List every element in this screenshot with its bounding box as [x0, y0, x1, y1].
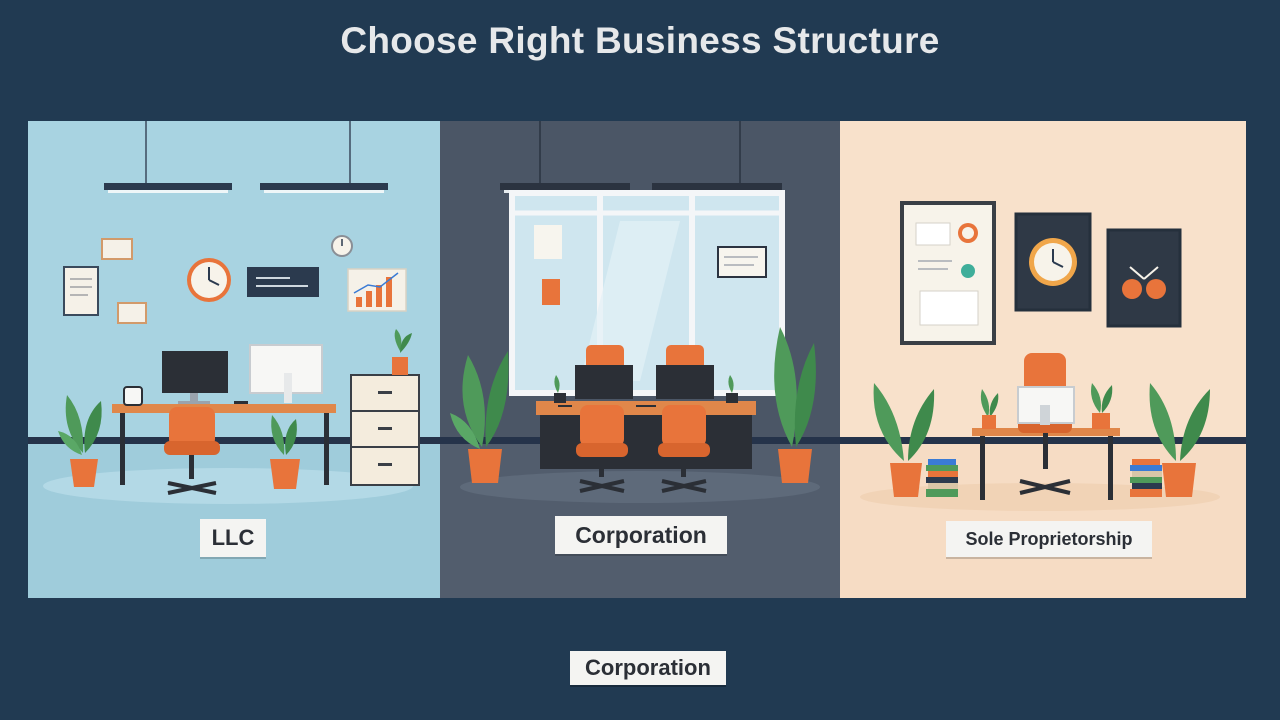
panel-label-sole-proprietorship: Sole Proprietorship: [946, 521, 1152, 557]
monitor-icon: [575, 365, 633, 399]
monitor-icon: [1017, 386, 1075, 425]
panel-label-llc: LLC: [200, 519, 266, 557]
corporation-office-illustration: [440, 121, 840, 598]
ceiling-lamp-icon: [500, 121, 630, 193]
plant-icon: [980, 389, 999, 429]
office-chair-icon: [658, 405, 710, 493]
page-title: Choose Right Business Structure: [340, 20, 940, 61]
clock-icon: [331, 235, 353, 257]
panel-corporation[interactable]: Corporation: [440, 121, 840, 598]
monitor-icon: [249, 344, 323, 403]
plant-icon: [873, 383, 935, 497]
plant-icon: [1149, 383, 1210, 497]
bottom-label: Corporation: [570, 651, 726, 685]
ceiling-lamp-icon: [104, 121, 232, 193]
plant-icon: [58, 395, 102, 487]
book-stack-icon: [1130, 459, 1162, 497]
plant-icon: [774, 327, 816, 483]
llc-office-illustration: [28, 121, 440, 598]
plant-icon: [270, 415, 300, 489]
ceiling-lamp-icon: [652, 121, 782, 193]
office-chair-icon: [164, 407, 220, 495]
clock-icon: [958, 223, 978, 243]
plant-icon: [1091, 383, 1113, 429]
plant-icon: [726, 375, 738, 403]
chart-icon: [347, 268, 407, 312]
panel-label-corporation: Corporation: [555, 516, 727, 554]
plant-icon: [392, 329, 412, 375]
monitor-icon: [162, 351, 228, 404]
panel-llc[interactable]: LLC: [28, 121, 440, 598]
book-stack-icon: [926, 459, 958, 497]
clock-icon: [1014, 212, 1092, 312]
sole-proprietorship-office-illustration: [840, 201, 1246, 598]
plant-icon: [450, 351, 509, 483]
plant-icon: [554, 375, 566, 403]
ceiling-lamp-icon: [260, 121, 388, 193]
panel-sole-proprietorship[interactable]: Sole Proprietorship: [840, 121, 1246, 598]
office-chair-icon: [576, 405, 628, 493]
clock-icon: [187, 258, 231, 302]
monitor-icon: [656, 365, 714, 399]
